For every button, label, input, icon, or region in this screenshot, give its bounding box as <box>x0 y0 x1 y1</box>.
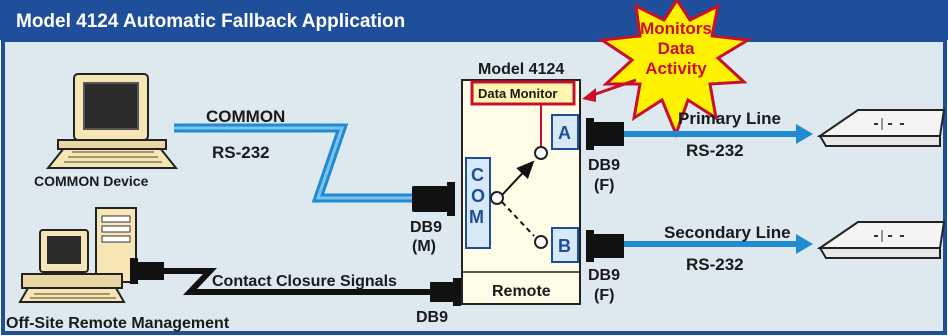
switch-arm-primary <box>501 160 535 196</box>
port-b <box>551 227 579 263</box>
com-db9-connector <box>412 182 455 216</box>
primary-modem-icon <box>816 109 946 147</box>
model-label: Model 4124 <box>478 61 564 78</box>
secondary-arrowhead <box>796 234 813 254</box>
primary-db9-type: (F) <box>594 177 614 194</box>
remote-db9-connector <box>430 278 461 306</box>
com-letter-c: C <box>471 165 484 185</box>
secondary-modem-icon <box>816 221 946 259</box>
title-bar <box>0 0 948 40</box>
com-db9-type: (M) <box>412 238 436 255</box>
offsite-label: Off-Site Remote Management <box>6 315 230 332</box>
data-monitor-box <box>470 80 576 106</box>
secondary-db9-label: DB9 <box>588 267 620 284</box>
secondary-label: Secondary Line <box>664 223 791 242</box>
primary-rs232-label: RS-232 <box>686 141 744 160</box>
com-port <box>465 157 491 249</box>
switch-pivot <box>490 191 504 205</box>
com-db9-label: DB9 <box>410 219 442 236</box>
common-rs232-label: RS-232 <box>212 143 270 162</box>
data-monitor-label: Data Monitor <box>478 86 557 101</box>
common-device-label: COMMON Device <box>34 173 149 189</box>
secondary-db9-type: (F) <box>594 287 614 304</box>
starburst-pointer <box>589 78 637 98</box>
port-a-label: A <box>558 123 571 143</box>
common-computer-icon <box>45 73 179 169</box>
starburst-line-3: Activity <box>645 59 707 78</box>
port-a <box>551 114 579 150</box>
primary-arrowhead <box>796 124 813 144</box>
offsite-computer-icon <box>18 207 137 303</box>
starburst-line-1: Monitors <box>640 19 712 38</box>
starburst-pointer-head <box>582 88 596 102</box>
contact-b <box>534 235 548 249</box>
com-letter-o: O <box>471 186 485 206</box>
primary-db9-connector <box>586 118 624 150</box>
secondary-rs232-label: RS-232 <box>686 255 744 274</box>
remote-db9-label: DB9 <box>416 309 448 326</box>
com-letter-m: M <box>469 207 484 227</box>
diagram-title: Model 4124 Automatic Fallback Applicatio… <box>16 11 405 32</box>
common-cable-highlight <box>174 126 416 200</box>
offsite-db9-connector <box>130 258 164 284</box>
secondary-db9-connector <box>586 230 624 262</box>
contact-a <box>534 146 548 160</box>
contact-closure-cable <box>164 268 432 295</box>
starburst-line-2: Data <box>658 39 695 58</box>
port-b-label: B <box>558 236 571 256</box>
primary-label: Primary Line <box>678 109 781 128</box>
switch-arm-secondary <box>501 201 535 237</box>
common-line-label: COMMON <box>206 107 285 126</box>
remote-label: Remote <box>492 283 551 300</box>
contact-signals-label: Contact Closure Signals <box>212 273 397 290</box>
primary-db9-label: DB9 <box>588 157 620 174</box>
